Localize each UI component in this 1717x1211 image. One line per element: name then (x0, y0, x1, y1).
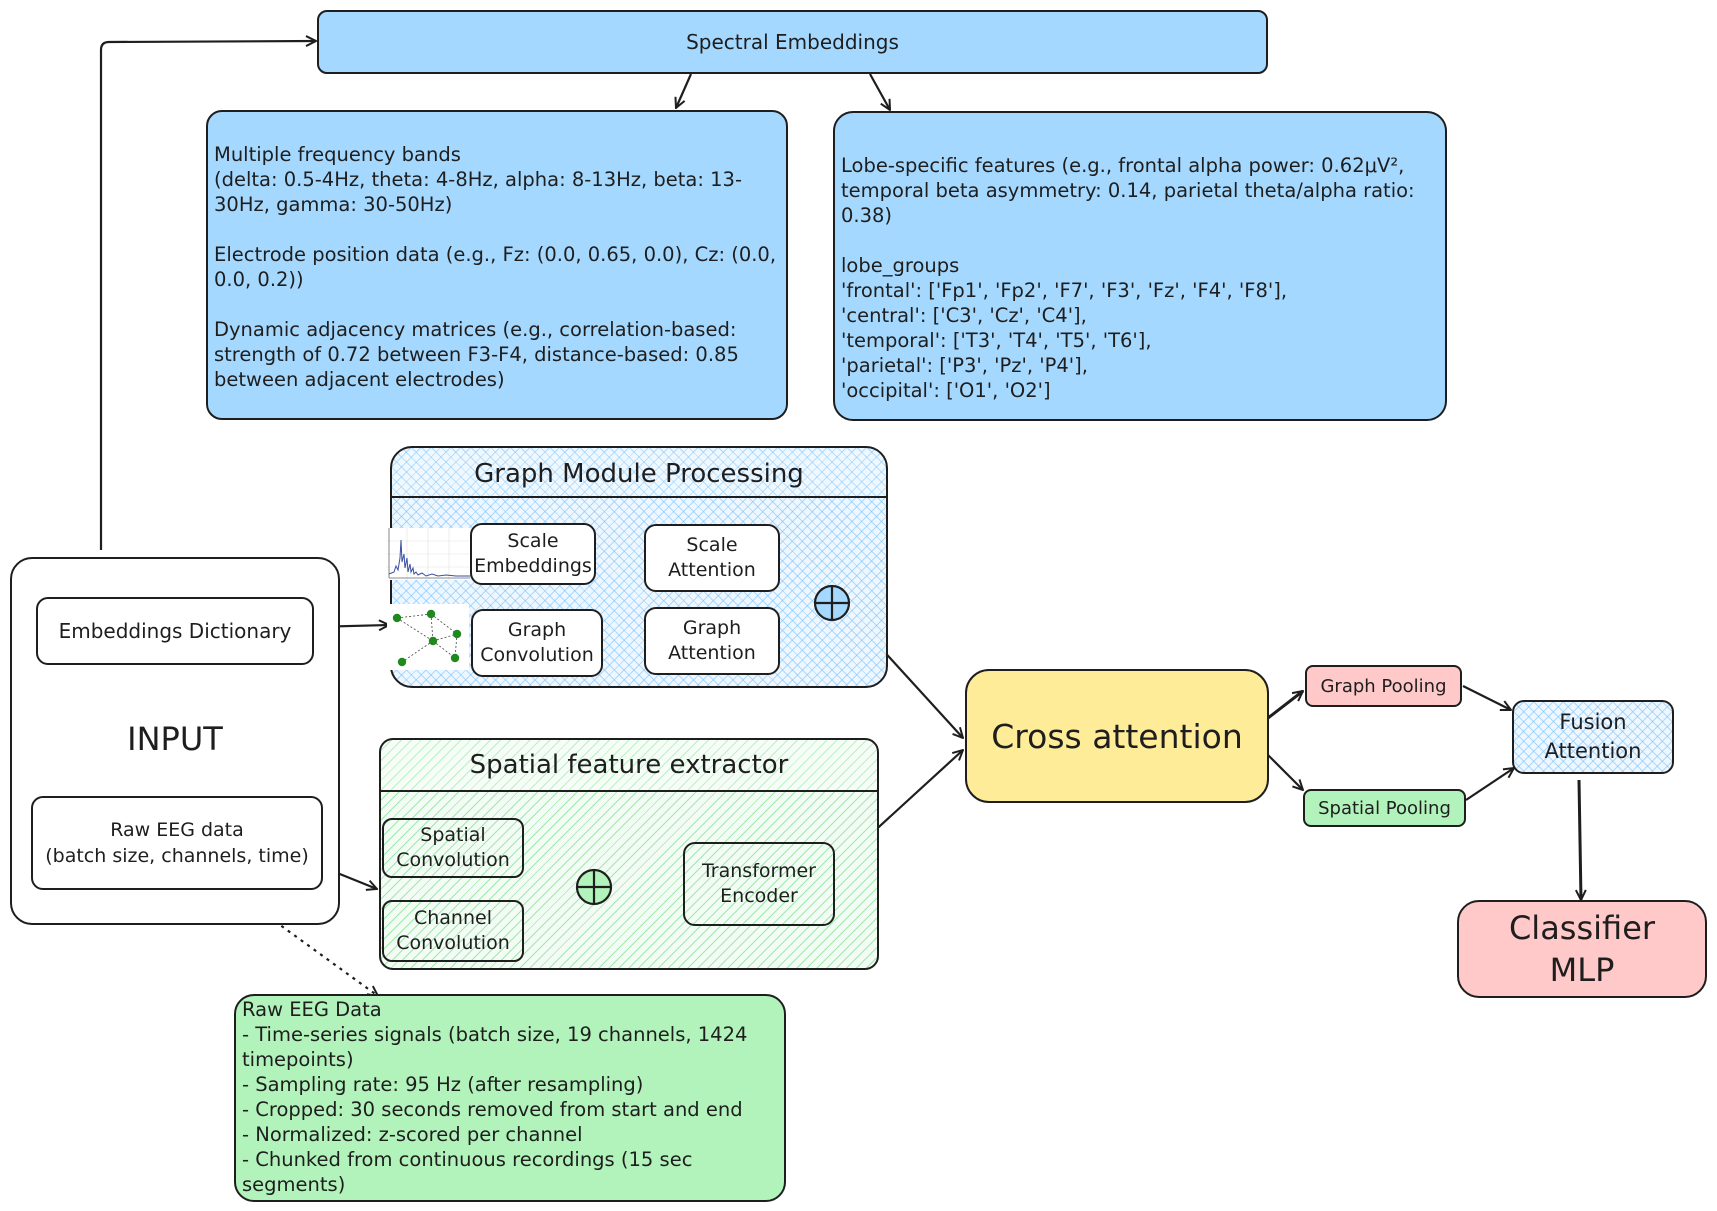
spectral-left-note[interactable]: Multiple frequency bands (delta: 0.5-4Hz… (206, 110, 788, 420)
classifier-mlp-label: Classifier MLP (1508, 909, 1656, 989)
raw-eeg-label: Raw EEG data (batch size, channels, time… (45, 819, 309, 867)
graph-sum-icon (813, 584, 851, 622)
channel-convolution-box[interactable]: Channel Convolution (382, 900, 524, 962)
scale-embeddings-label: Scale Embeddings (474, 530, 592, 577)
spectral-embeddings-box[interactable]: Spectral Embeddings (317, 10, 1268, 74)
classifier-mlp-box[interactable]: Classifier MLP (1457, 900, 1707, 998)
embeddings-dictionary-label: Embeddings Dictionary (58, 619, 292, 643)
raw-eeg-data-note[interactable]: Raw EEG Data - Time-series signals (batc… (234, 994, 786, 1202)
spatial-sum-icon (575, 868, 613, 906)
spatial-convolution-label: Spatial Convolution (396, 824, 510, 871)
embeddings-dictionary-box[interactable]: Embeddings Dictionary (36, 597, 314, 665)
transformer-encoder-box[interactable]: Transformer Encoder (683, 842, 835, 926)
input-label: INPUT (127, 720, 223, 758)
spatial-pooling-label: Spatial Pooling (1318, 797, 1451, 819)
spectral-embeddings-title: Spectral Embeddings (686, 30, 899, 54)
graph-convolution-label: Graph Convolution (480, 619, 594, 666)
arrow-cross-to-spatial-pooling (1267, 754, 1303, 790)
raw-eeg-box[interactable]: Raw EEG data (batch size, channels, time… (31, 796, 323, 890)
arrow-spatial-pooling-to-fusion (1465, 768, 1514, 801)
graph-attention-label: Graph Attention (668, 617, 756, 664)
graph-attention-box[interactable]: Graph Attention (644, 607, 780, 675)
channel-convolution-label: Channel Convolution (396, 907, 510, 954)
graph-module-title: Graph Module Processing (392, 452, 886, 498)
spatial-convolution-box[interactable]: Spatial Convolution (382, 818, 524, 878)
transformer-encoder-label: Transformer Encoder (701, 860, 816, 907)
graph-convolution-box[interactable]: Graph Convolution (471, 609, 603, 677)
arrow-spectral-to-left-note (676, 73, 693, 108)
arrow-cross-to-graph-pooling (1267, 691, 1303, 720)
spectrum-plot-icon (386, 528, 470, 580)
arrow-spectral-to-right-note (869, 73, 890, 110)
scale-attention-label: Scale Attention (668, 534, 756, 581)
spectral-left-note-text: Multiple frequency bands (delta: 0.5-4Hz… (214, 143, 777, 391)
cross-attention-label: Cross attention (991, 716, 1243, 756)
arrow-graph-pooling-to-fusion (1462, 685, 1511, 710)
spatial-pooling-box[interactable]: Spatial Pooling (1303, 789, 1466, 827)
fusion-attention-box[interactable]: Fusion Attention (1512, 700, 1674, 774)
spectral-right-note[interactable]: Lobe-specific features (e.g., frontal al… (833, 111, 1447, 421)
graph-pooling-label: Graph Pooling (1320, 675, 1447, 697)
spatial-feature-extractor-title: Spatial feature extractor (381, 740, 877, 792)
graph-network-icon (387, 604, 469, 670)
scale-attention-box[interactable]: Scale Attention (644, 524, 780, 592)
fusion-attention-label: Fusion Attention (1544, 710, 1642, 763)
cross-attention-box[interactable]: Cross attention (965, 669, 1269, 803)
spectral-right-note-text: Lobe-specific features (e.g., frontal al… (841, 154, 1415, 402)
scale-embeddings-box[interactable]: Scale Embeddings (470, 523, 596, 585)
graph-pooling-box[interactable]: Graph Pooling (1305, 665, 1462, 707)
arrow-fusion-to-classifier (1579, 779, 1581, 900)
raw-eeg-data-note-text: Raw EEG Data - Time-series signals (batc… (242, 998, 748, 1196)
